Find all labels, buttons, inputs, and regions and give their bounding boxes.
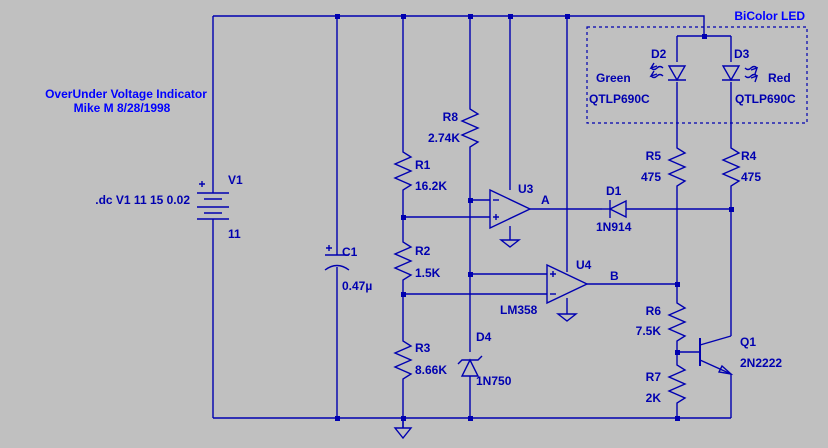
- opamp-u4[interactable]: [546, 263, 589, 305]
- r8-name-label: R8: [443, 110, 459, 124]
- r3-value-label: 8.66K: [415, 363, 447, 377]
- opamp-u3[interactable]: [489, 188, 532, 230]
- schematic-author-date: Mike M 8/28/1998: [74, 101, 171, 115]
- r5-name-label: R5: [646, 149, 662, 163]
- led-d3[interactable]: [721, 65, 741, 82]
- d2-name-label: D2: [651, 47, 667, 61]
- bicolor-led-box: [586, 26, 808, 124]
- d3-value-label: QTLP690C: [735, 92, 796, 106]
- resistor-r4[interactable]: [721, 143, 741, 193]
- u4-value-label: LM358: [500, 303, 538, 317]
- battery-symbol-v1[interactable]: [197, 181, 229, 220]
- resistor-r1[interactable]: [393, 147, 413, 197]
- q1-value-label: 2N2222: [740, 356, 782, 370]
- ground-icon-u4: [555, 313, 579, 322]
- r4-name-label: R4: [741, 149, 757, 163]
- d3-color-label: Red: [768, 71, 791, 85]
- ground-icon-main: [393, 427, 413, 440]
- r6-value-label: 7.5K: [636, 324, 662, 338]
- r6-name-label: R6: [646, 304, 662, 318]
- r2-name-label: R2: [415, 244, 431, 258]
- led-d2[interactable]: [667, 65, 687, 82]
- d1-name-label: D1: [606, 184, 622, 198]
- c1-value-label: 0.47µ: [342, 279, 372, 293]
- r7-name-label: R7: [646, 370, 662, 384]
- light-emission-icon-green: [649, 62, 664, 79]
- net-a-label: A: [541, 193, 550, 207]
- resistor-r5[interactable]: [667, 143, 687, 193]
- u3-name-label: U3: [518, 182, 534, 196]
- v1-directive-label: .dc V1 11 15 0.02: [95, 193, 190, 207]
- v1-value-label: 11: [228, 227, 241, 241]
- u4-name-label: U4: [576, 258, 592, 272]
- r2-value-label: 1.5K: [415, 266, 441, 280]
- d4-name-label: D4: [476, 330, 492, 344]
- r1-value-label: 16.2K: [415, 179, 447, 193]
- bicolor-led-label: BiColor LED: [734, 9, 805, 23]
- d3-name-label: D3: [734, 47, 750, 61]
- schematic-title: OverUnder Voltage Indicator: [45, 87, 207, 101]
- r3-name-label: R3: [415, 341, 431, 355]
- c1-name-label: C1: [342, 245, 358, 259]
- resistor-r2[interactable]: [393, 237, 413, 287]
- v1-name-label: V1: [228, 173, 243, 187]
- resistor-r7[interactable]: [667, 360, 687, 410]
- r8-value-label: 2.74K: [428, 131, 460, 145]
- resistor-r8[interactable]: [460, 104, 480, 154]
- q1-name-label: Q1: [740, 335, 756, 349]
- light-emission-icon-red: [744, 65, 759, 83]
- r1-name-label: R1: [415, 158, 431, 172]
- resistor-r6[interactable]: [667, 298, 687, 344]
- transistor-q1[interactable]: [699, 335, 734, 376]
- zener-diode-d4[interactable]: [457, 355, 483, 377]
- capacitor-symbol-c1[interactable]: [324, 245, 350, 271]
- r5-value-label: 475: [641, 170, 661, 184]
- ground-icon-u3: [498, 239, 522, 248]
- d1-value-label: 1N914: [596, 220, 632, 234]
- net-b-label: B: [610, 269, 619, 283]
- junction-dots: [335, 14, 734, 421]
- diode-d1[interactable]: [602, 199, 627, 219]
- d2-value-label: QTLP690C: [589, 92, 650, 106]
- resistor-r3[interactable]: [393, 336, 413, 386]
- d4-value-label: 1N750: [476, 374, 512, 388]
- r7-value-label: 2K: [646, 391, 662, 405]
- d2-color-label: Green: [596, 71, 631, 85]
- r4-value-label: 475: [741, 170, 761, 184]
